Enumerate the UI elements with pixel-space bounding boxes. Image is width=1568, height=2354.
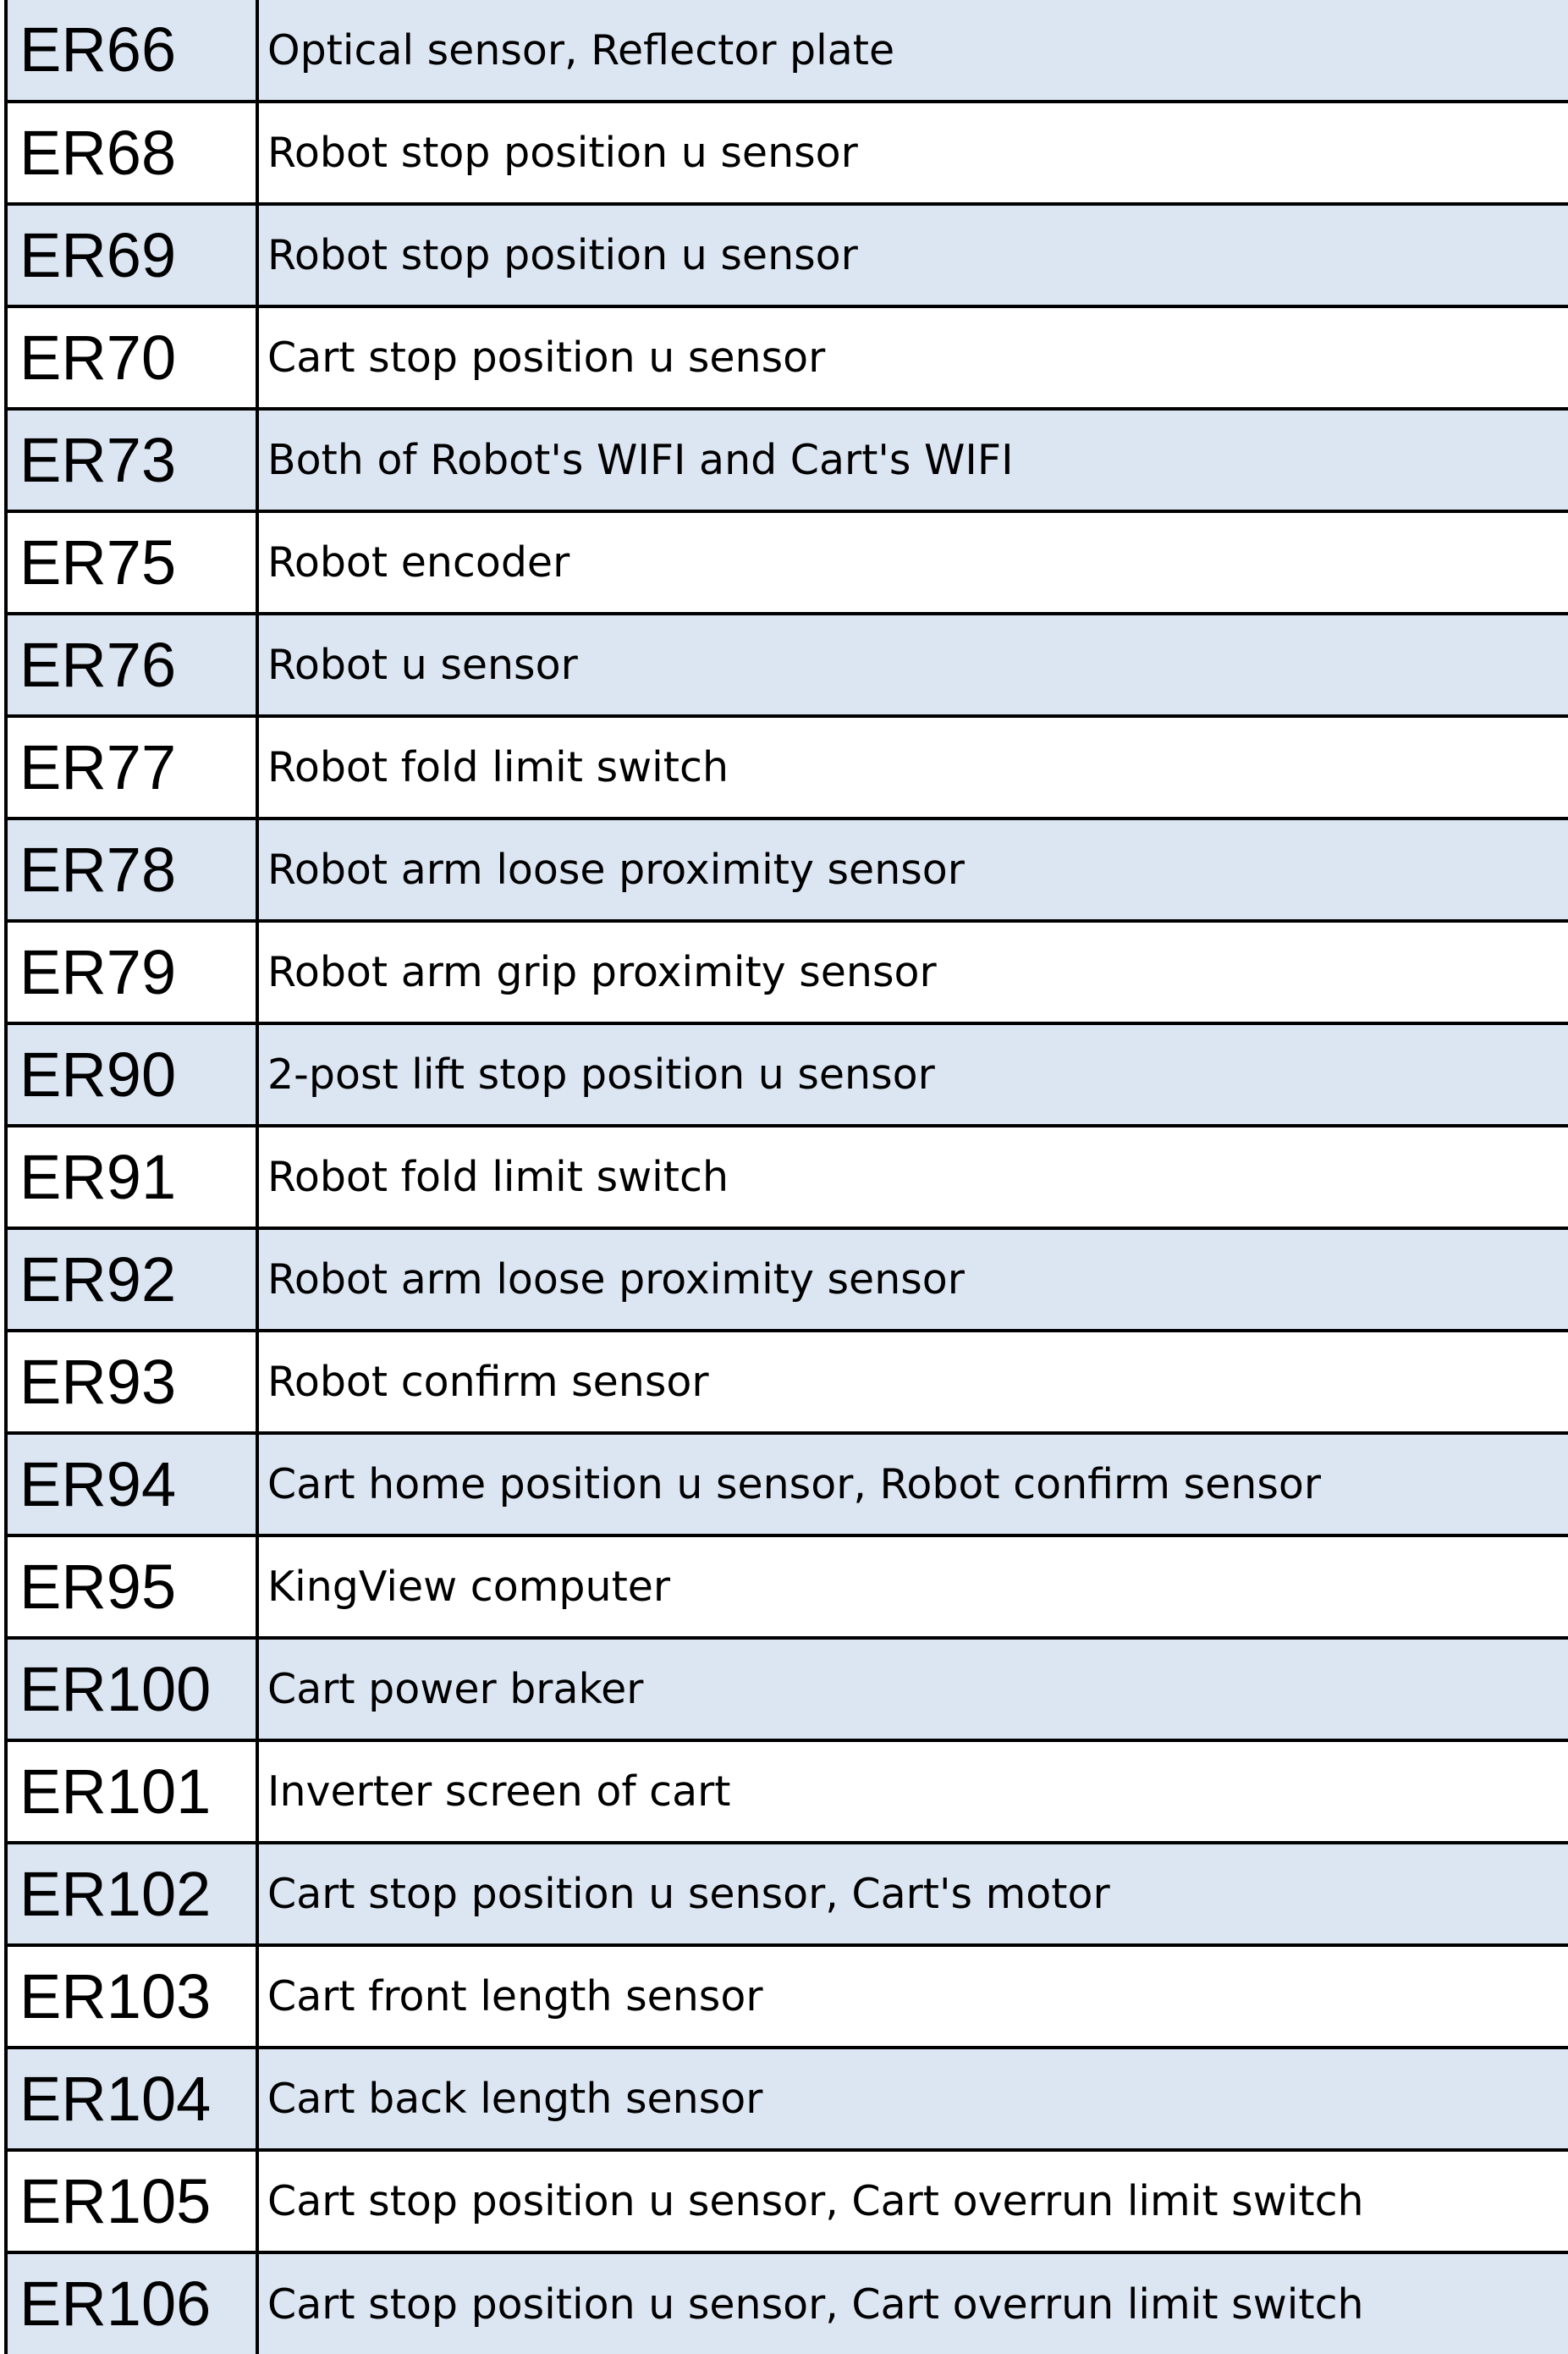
error-description-cell: Robot arm grip proximity sensor: [256, 919, 1568, 1025]
error-code-cell: ER92: [4, 1227, 259, 1332]
error-description-cell: Robot stop position u sensor: [256, 100, 1568, 206]
error-code-cell: ER103: [4, 1943, 259, 2049]
error-code-cell: ER104: [4, 2046, 259, 2152]
error-description-cell: 2-post lift stop position u sensor: [256, 1022, 1568, 1127]
error-description-cell: Cart stop position u sensor: [256, 305, 1568, 411]
error-code-cell: ER102: [4, 1841, 259, 1947]
error-description-cell: Both of Robot's WIFI and Cart's WIFI: [256, 407, 1568, 513]
error-description-cell: Cart home position u sensor, Robot confi…: [256, 1431, 1568, 1537]
error-code-cell: ER106: [4, 2251, 259, 2354]
error-code-cell: ER77: [4, 714, 259, 820]
error-code-cell: ER69: [4, 202, 259, 308]
error-description-cell: Optical sensor, Reflector plate: [256, 0, 1568, 103]
error-code-cell: ER76: [4, 612, 259, 718]
error-description-cell: Cart power braker: [256, 1636, 1568, 1742]
error-code-cell: ER78: [4, 817, 259, 923]
error-code-cell: ER79: [4, 919, 259, 1025]
error-description-cell: Robot confirm sensor: [256, 1329, 1568, 1435]
error-description-cell: Robot u sensor: [256, 612, 1568, 718]
error-description-cell: Robot stop position u sensor: [256, 202, 1568, 308]
error-description-cell: Robot fold limit switch: [256, 714, 1568, 820]
error-code-cell: ER73: [4, 407, 259, 513]
error-description-cell: Cart stop position u sensor, Cart overru…: [256, 2251, 1568, 2354]
error-code-cell: ER91: [4, 1124, 259, 1230]
error-code-cell: ER75: [4, 510, 259, 615]
error-code-cell: ER66: [4, 0, 259, 103]
error-code-cell: ER93: [4, 1329, 259, 1435]
error-description-cell: Cart front length sensor: [256, 1943, 1568, 2049]
error-description-cell: Robot arm loose proximity sensor: [256, 1227, 1568, 1332]
error-description-cell: Cart stop position u sensor, Cart overru…: [256, 2148, 1568, 2254]
error-code-cell: ER90: [4, 1022, 259, 1127]
error-description-cell: Cart stop position u sensor, Cart's moto…: [256, 1841, 1568, 1947]
error-description-cell: KingView computer: [256, 1534, 1568, 1640]
error-code-cell: ER94: [4, 1431, 259, 1537]
error-description-cell: Cart back length sensor: [256, 2046, 1568, 2152]
error-code-cell: ER101: [4, 1739, 259, 1844]
error-description-cell: Inverter screen of cart: [256, 1739, 1568, 1844]
error-code-cell: ER68: [4, 100, 259, 206]
error-description-cell: Robot fold limit switch: [256, 1124, 1568, 1230]
error-description-cell: Robot arm loose proximity sensor: [256, 817, 1568, 923]
error-code-cell: ER105: [4, 2148, 259, 2254]
error-description-cell: Robot encoder: [256, 510, 1568, 615]
error-code-cell: ER100: [4, 1636, 259, 1742]
error-code-cell: ER95: [4, 1534, 259, 1640]
error-code-cell: ER70: [4, 305, 259, 411]
